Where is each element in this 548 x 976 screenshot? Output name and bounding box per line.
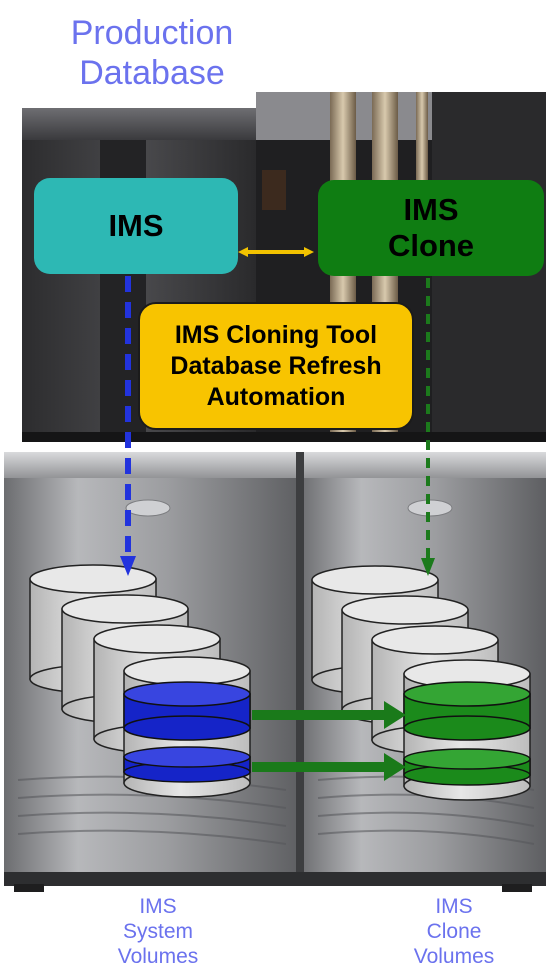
clone-volumes-label: IMS Clone Volumes [374,894,534,969]
cloning-tool-line-3: Automation [206,382,346,411]
ims-clone-box-line-2: Clone [387,228,475,263]
cloning-tool-box: IMS Cloning Tool Database Refresh Automa… [138,302,414,430]
production-database-title-line-2: Database [79,54,225,92]
ims-clone-disk-stack [311,565,531,801]
ims-box: IMS [34,178,238,274]
clone-volumes-line-1: IMS [435,895,473,918]
system-disk-4 [123,656,251,798]
cloning-tool-line-1: IMS Cloning Tool [174,320,378,349]
system-volumes-label: IMS System Volumes [78,894,238,969]
cloning-tool-line-2: Database Refresh [170,351,382,380]
ims-clone-box: IMS Clone [318,180,544,276]
ims-system-disk-stack [29,564,251,798]
clone-dashed-connector [421,278,435,576]
system-volumes-line-3: Volumes [117,945,199,968]
copy-arrow-bottom [252,753,406,781]
ims-box-label: IMS [108,208,164,243]
clone-volumes-line-3: Volumes [413,945,495,968]
system-volumes-line-2: System [122,920,193,943]
clone-disk-4 [403,659,531,801]
ims-clone-box-line-1: IMS [403,192,459,227]
clone-volumes-line-2: Clone [426,920,482,943]
system-dashed-connector [120,276,136,576]
copy-arrow-top [252,701,406,729]
system-volumes-line-1: IMS [139,895,177,918]
production-database-title-line-1: Production [70,14,234,52]
